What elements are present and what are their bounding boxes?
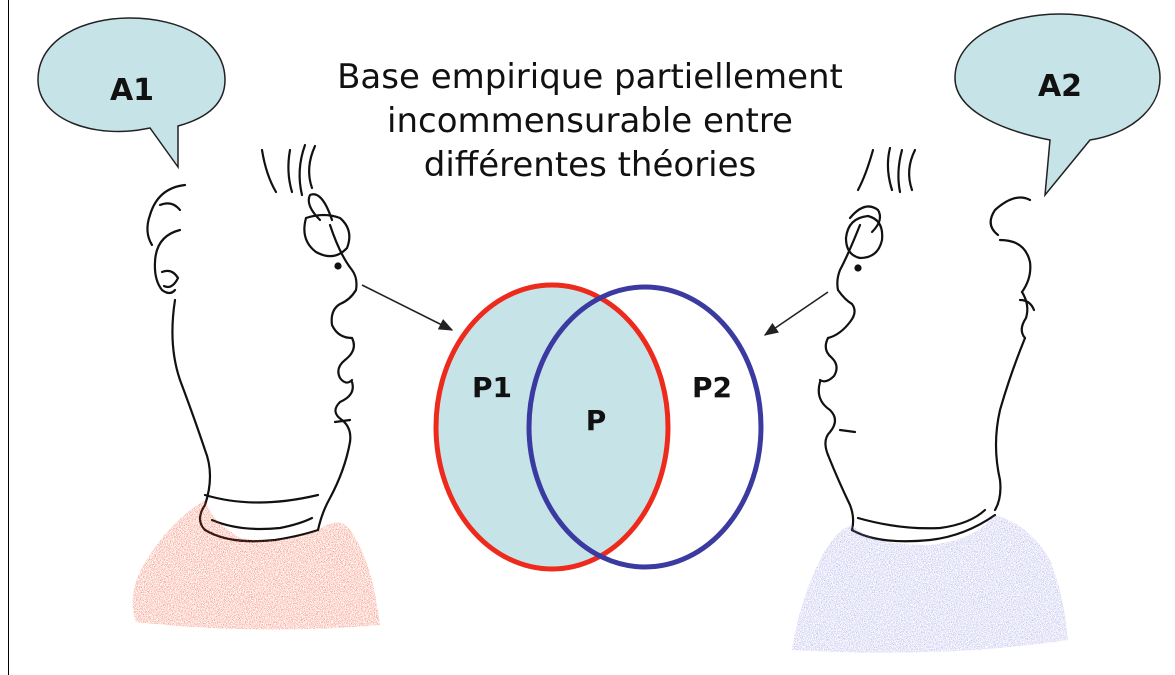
venn-left-set [433, 282, 671, 572]
speech-bubble-left-shape [37, 17, 226, 170]
arrow-left-gaze [361, 284, 454, 331]
speech-bubble-right: A2 [954, 13, 1161, 198]
venn-right-label: P2 [692, 371, 732, 404]
venn-right-set [526, 284, 764, 570]
speech-bubble-left-label: A1 [110, 73, 154, 108]
arrow-right-gaze [763, 291, 829, 336]
left-border-line [8, 0, 9, 675]
speech-bubble-right-shape [954, 13, 1161, 198]
person-right-illustration [817, 146, 1036, 543]
diagram-title: Base empirique partiellement incommensur… [330, 55, 850, 187]
venn-left-label: P1 [472, 371, 512, 404]
title-line-3: différentes théories [423, 145, 757, 185]
title-line-1: Base empirique partiellement [337, 57, 843, 97]
speech-bubble-right-label: A2 [1038, 69, 1082, 104]
venn-intersection-label: P [586, 404, 607, 437]
speech-bubble-left: A1 [37, 17, 226, 170]
venn-diagram: P1 P P2 [433, 282, 764, 572]
person-left-shirt [132, 500, 380, 630]
person-right-shirt [792, 515, 1068, 653]
person-left-illustration [146, 143, 358, 543]
title-line-2: incommensurable entre [387, 101, 793, 141]
